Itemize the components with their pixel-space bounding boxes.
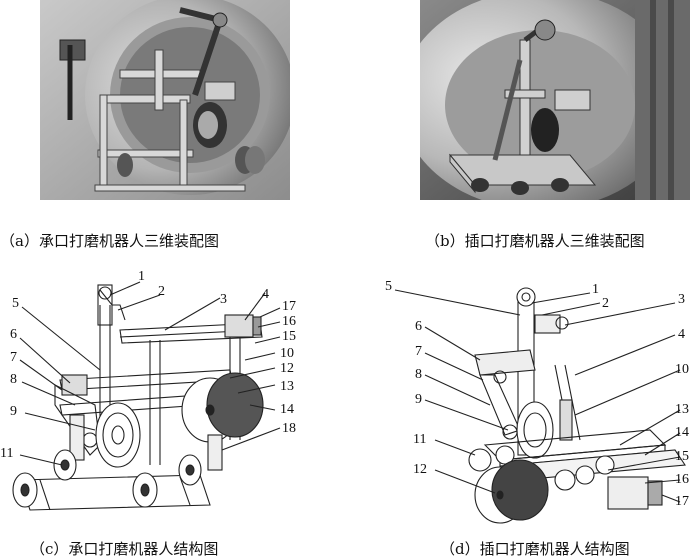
panel-d-illustration: 5 1 2 3 4 6 7 8 9 10 11 12 13 14 15 16 1… xyxy=(385,279,689,524)
panel-b-illustration xyxy=(420,0,690,200)
label-c-18: 18 xyxy=(282,421,296,436)
label-d-4: 4 xyxy=(678,327,685,342)
label-d-14: 14 xyxy=(675,425,689,440)
caption-d: （d）插口打磨机器人结构图 xyxy=(440,540,630,558)
panel-d-structure: 5 1 2 3 4 6 7 8 9 10 11 12 13 14 15 16 1… xyxy=(380,265,700,530)
label-d-10: 10 xyxy=(675,362,689,377)
label-c-3: 3 xyxy=(220,292,227,307)
label-c-12: 12 xyxy=(280,361,294,376)
label-c-17: 17 xyxy=(282,299,296,314)
caption-c: （c）承口打磨机器人结构图 xyxy=(30,540,219,558)
label-d-11: 11 xyxy=(413,432,426,447)
label-d-13: 13 xyxy=(675,402,689,417)
label-c-2: 2 xyxy=(158,284,165,299)
label-d-12: 12 xyxy=(413,462,427,477)
caption-b: （b）插口打磨机器人三维装配图 xyxy=(425,232,645,250)
label-c-4: 4 xyxy=(262,287,269,302)
label-d-5: 5 xyxy=(385,279,392,294)
label-d-7: 7 xyxy=(415,344,422,359)
label-c-9: 9 xyxy=(10,404,17,419)
label-c-13: 13 xyxy=(280,379,294,394)
label-c-11: 11 xyxy=(0,446,13,461)
label-c-5: 5 xyxy=(12,296,19,311)
label-d-15: 15 xyxy=(675,449,689,464)
label-c-7: 7 xyxy=(10,350,17,365)
caption-a: （a）承口打磨机器人三维装配图 xyxy=(0,232,219,250)
label-d-1: 1 xyxy=(592,282,599,297)
panel-c-illustration: 1 2 3 4 5 6 7 8 9 10 11 12 13 14 15 16 1… xyxy=(0,269,296,511)
label-d-16: 16 xyxy=(675,472,689,487)
label-d-9: 9 xyxy=(415,392,422,407)
label-c-8: 8 xyxy=(10,372,17,387)
label-c-1: 1 xyxy=(138,269,145,284)
label-c-6: 6 xyxy=(10,327,17,342)
panel-c-structure: 1 2 3 4 5 6 7 8 9 10 11 12 13 14 15 16 1… xyxy=(0,265,320,530)
label-c-16: 16 xyxy=(282,314,296,329)
label-c-15: 15 xyxy=(282,329,296,344)
label-c-10: 10 xyxy=(280,346,294,361)
label-c-14: 14 xyxy=(280,402,294,417)
label-d-6: 6 xyxy=(415,319,422,334)
label-d-2: 2 xyxy=(602,296,609,311)
panel-a-illustration xyxy=(40,0,290,200)
panel-a-render xyxy=(40,0,290,200)
label-d-8: 8 xyxy=(415,367,422,382)
label-d-3: 3 xyxy=(678,292,685,307)
label-d-17: 17 xyxy=(675,494,689,509)
panel-b-render xyxy=(420,0,690,200)
